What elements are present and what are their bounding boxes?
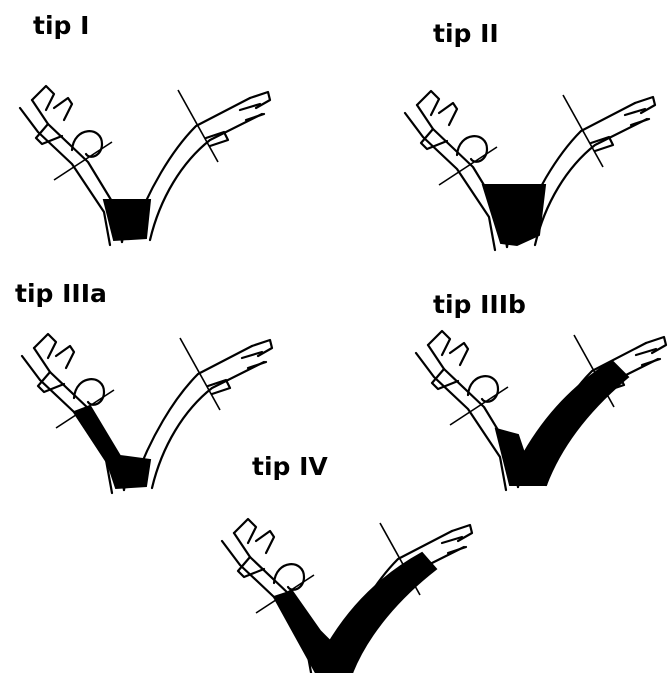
vessel-wall bbox=[414, 351, 508, 492]
branch-stub bbox=[446, 545, 468, 555]
vessel-wall bbox=[232, 531, 325, 673]
label-tip-3b: tip IIIb bbox=[433, 290, 526, 319]
vessel-wall bbox=[20, 354, 114, 495]
cut-line bbox=[449, 386, 509, 426]
label-tip-4: tip IV bbox=[252, 452, 328, 481]
branch-stub bbox=[600, 375, 626, 393]
cut-line bbox=[53, 141, 113, 181]
cut-line bbox=[177, 89, 219, 163]
cut-line bbox=[562, 94, 604, 168]
branch-stub bbox=[248, 90, 272, 110]
label-tip-3a: tip IIIa bbox=[15, 279, 107, 308]
branch-stub bbox=[419, 127, 449, 151]
branch-stub bbox=[437, 101, 459, 127]
branch-stub bbox=[52, 96, 74, 122]
vessel-loop bbox=[466, 375, 500, 403]
vessel-wall bbox=[30, 98, 124, 244]
branch-stub bbox=[32, 332, 58, 360]
branch-stub bbox=[644, 335, 668, 355]
occlusion-fill bbox=[481, 184, 547, 247]
branch-stub bbox=[629, 117, 651, 127]
vessel-loop bbox=[70, 130, 104, 158]
branch-stub bbox=[430, 367, 460, 391]
vessel-wall bbox=[18, 106, 112, 247]
branch-stub bbox=[204, 130, 230, 148]
vessel-loop bbox=[272, 563, 306, 591]
cut-line bbox=[179, 337, 221, 411]
branch-stub bbox=[54, 344, 76, 370]
branch-stub bbox=[238, 102, 262, 112]
vessel-wall bbox=[220, 539, 313, 673]
branch-stub bbox=[634, 347, 658, 357]
vessel-wall bbox=[122, 476, 136, 492]
branch-stub bbox=[415, 89, 441, 117]
branch-stub bbox=[232, 517, 258, 545]
branch-stub bbox=[236, 555, 266, 579]
occlusion-fill bbox=[494, 359, 630, 486]
vessel-wall bbox=[415, 103, 509, 249]
branch-stub bbox=[206, 378, 232, 396]
branch-stub bbox=[36, 370, 66, 394]
label-tip-1: tip I bbox=[33, 11, 90, 40]
vessel-wall bbox=[130, 96, 252, 237]
branch-stub bbox=[589, 135, 615, 153]
branch-stub bbox=[640, 357, 662, 367]
branch-stub bbox=[254, 529, 276, 555]
vessel-wall bbox=[323, 661, 336, 673]
cut-line bbox=[379, 522, 421, 596]
vessel-wall bbox=[120, 228, 134, 244]
vessel-wall bbox=[403, 111, 497, 252]
branch-stub bbox=[623, 107, 647, 117]
vessel-wall bbox=[505, 233, 519, 249]
branch-stub bbox=[244, 112, 266, 122]
branch-stub bbox=[240, 350, 264, 360]
vessel-wall bbox=[426, 343, 520, 489]
cut-line bbox=[255, 574, 315, 614]
cut-line bbox=[573, 334, 615, 408]
branch-stub bbox=[246, 360, 268, 370]
occlusion-fill bbox=[272, 551, 438, 673]
vessel-wall bbox=[332, 529, 454, 670]
vessel-wall bbox=[516, 473, 530, 489]
vessel-loop bbox=[455, 135, 489, 163]
branch-stub bbox=[448, 341, 470, 367]
branch-stub bbox=[450, 523, 474, 543]
vessel-wall bbox=[526, 341, 648, 482]
branch-stub bbox=[406, 563, 432, 581]
vessel-loop bbox=[72, 378, 106, 406]
label-tip-2: tip II bbox=[433, 19, 499, 48]
cut-line bbox=[438, 146, 498, 186]
vessel-wall bbox=[515, 101, 637, 242]
vessel-wall bbox=[32, 346, 126, 492]
branch-stub bbox=[633, 95, 657, 115]
branch-stub bbox=[426, 329, 452, 357]
branch-stub bbox=[34, 122, 64, 146]
branch-stub bbox=[30, 84, 56, 112]
vessel-wall bbox=[132, 344, 254, 485]
branch-stub bbox=[250, 338, 274, 358]
cut-line bbox=[55, 389, 115, 429]
branch-stub bbox=[440, 535, 464, 545]
